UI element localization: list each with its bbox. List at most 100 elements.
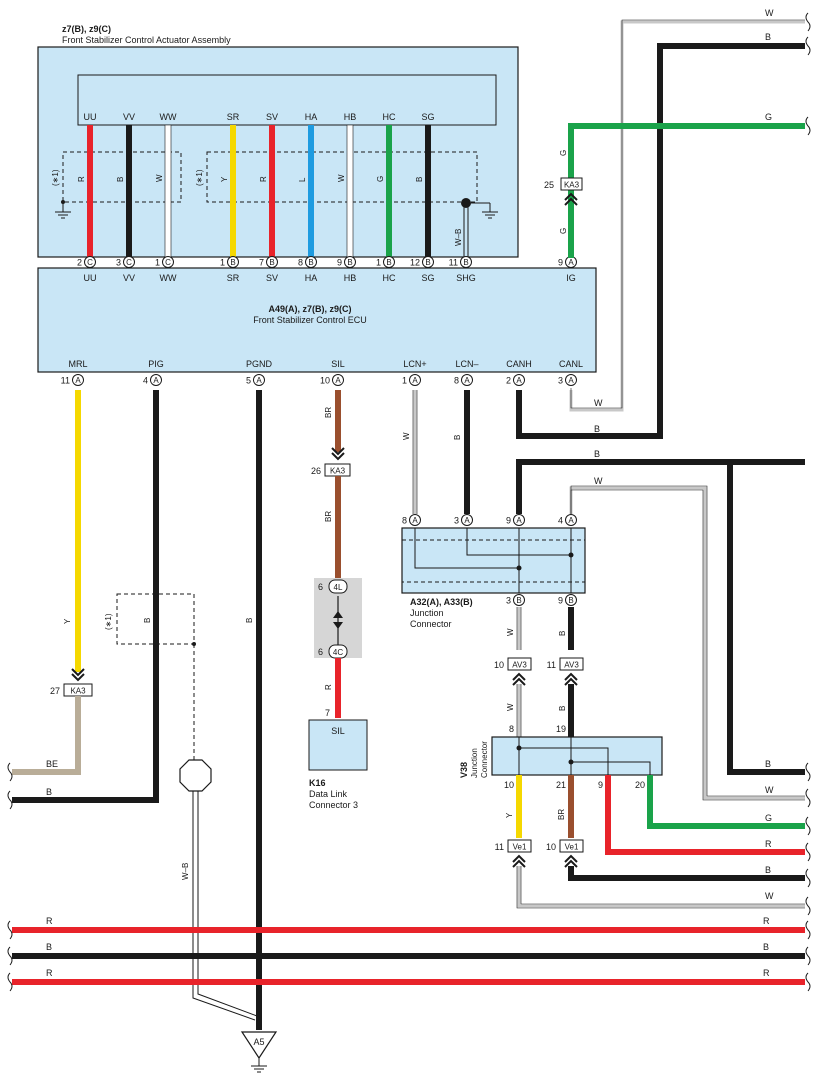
star-note: (∗1) [104,613,113,630]
connector-pin-letter: A [516,376,522,385]
connector-pin-circle [513,514,525,526]
ecu-top-pin-label: SHG [456,273,476,283]
connector-pin-circle [461,374,473,386]
ground-a5-label: A5 [253,1037,264,1047]
actuator-pin-label: SG [421,112,434,122]
ecu-top-pin-label: SR [227,273,240,283]
actuator-pin-label: SR [227,112,240,122]
ve1-right-pin: 10 [546,842,556,852]
actuator-pin-label: SV [266,112,278,122]
connector-pin-letter: B [347,258,352,267]
lcn-plus-wire-label: W [402,432,411,440]
sil-inline-top-pin: 6 [318,582,323,592]
sil-wire-label-mid: BR [324,511,333,522]
sil-inline-top [328,579,348,594]
actuator-pin-label: HB [344,112,357,122]
connector-pin-letter: B [269,258,274,267]
connector-pin-circle [513,374,525,386]
connector-pin-number: 8 [454,376,459,386]
ecu-top-pin-label: UU [84,273,97,283]
connector-pin-number: 7 [259,258,264,268]
ig-wire-label-upper: G [559,150,568,156]
connector-pin-number: 1 [220,258,225,268]
v38-out-pin-9: 9 [598,780,603,790]
connector-pin-number: 11 [61,376,70,386]
connector-pin-circle [565,374,577,386]
actuator-star-note-left: (∗1) [51,169,60,186]
connector-pin-letter: B [230,258,235,267]
v38-out-y-label: Y [505,812,514,818]
connector-pin-circle [461,514,473,526]
connector-pin-number: 1 [402,376,407,386]
shield-out-wire-label: W–B [181,863,190,880]
connector-pin-circle [565,594,577,606]
ig-wire-label-lower: G [559,228,568,234]
ecu-top-pin-label: WW [160,273,177,283]
ecu-bottom-pin-label: PIG [148,359,164,369]
connector-pin-circle [409,374,421,386]
wire-break-mark [7,946,13,966]
ka3-mrl-pin: 27 [50,686,60,696]
ground-a5-triangle [240,1031,278,1060]
mrl-out-wire-label: BE [46,759,58,769]
connector-pin-letter: A [412,516,418,525]
right-wire-label: W [765,785,774,795]
connector-pin-number: 9 [337,258,342,268]
av3-left-pin: 10 [494,660,504,670]
wire-shield-wb [192,791,256,1021]
connector-chevron-icon [512,855,526,868]
actuator-wire-color-label: G [376,176,385,182]
jc-top-box [401,527,586,594]
wire-break-mark [7,920,13,940]
ecu-bottom-pin-label: LCN– [455,359,478,369]
wire-break-mark [805,816,811,836]
wire-break-mark [805,12,811,32]
ecu-top-pin-label: HA [305,273,318,283]
actuator-wire-color-label: R [77,176,86,182]
connector-pin-letter: A [568,258,574,267]
ecu-top-pin-label: SV [266,273,278,283]
connector-pin-number: 4 [143,376,148,386]
ecu-bottom-pin-label: CANH [506,359,532,369]
connector-pin-number: 3 [506,596,511,606]
dlc-code: K16 [309,778,326,788]
shield-wire-label: W–B [454,229,463,246]
svg-text:4C: 4C [333,648,343,657]
v38-in-w-label: W [506,703,515,711]
ve1-left-pin: 11 [495,842,504,852]
wire-break-mark [805,972,811,992]
v38-name-1: Junction [470,748,479,778]
actuator-inner-block [77,74,497,126]
connector-pin-letter: A [256,376,262,385]
wire-mrl-be [12,696,81,775]
ecu-top-pin-label: HC [383,273,396,283]
connector-chevron-icon [512,673,526,686]
connector-pin-number: 2 [77,258,82,268]
right-wire-label: G [765,813,772,823]
ecu-top-pin-label: IG [566,273,576,283]
shield-octagon-icon [179,759,212,792]
connector-pin-number: 10 [320,376,330,386]
connector-pin-letter: B [425,258,430,267]
wire-ve1-w [517,866,805,908]
av3-right-pin: 11 [547,660,556,670]
dlc-pin: 7 [325,708,330,718]
v38-in-b-label: B [558,706,567,711]
right-wire-label-b-top: B [765,32,771,42]
wire-ve1-b [568,866,805,881]
v38-out-pin-20: 20 [635,780,645,790]
svg-text:KA3: KA3 [70,687,86,696]
wire-break-mark [805,868,811,888]
connector-pin-letter: A [568,516,574,525]
star-box-wire-label: B [143,618,152,623]
wire-ig-g [568,123,805,258]
connector-pin-letter: A [464,376,470,385]
ve1-right-connector [559,839,584,853]
actuator-pin-label: HC [383,112,396,122]
sil-wire-label-bottom: R [324,684,333,690]
pig-out-wire-label: B [46,787,52,797]
connector-pin-circle [72,374,84,386]
v38-out-pin-21: 21 [556,780,566,790]
right-wire-label: W [765,891,774,901]
